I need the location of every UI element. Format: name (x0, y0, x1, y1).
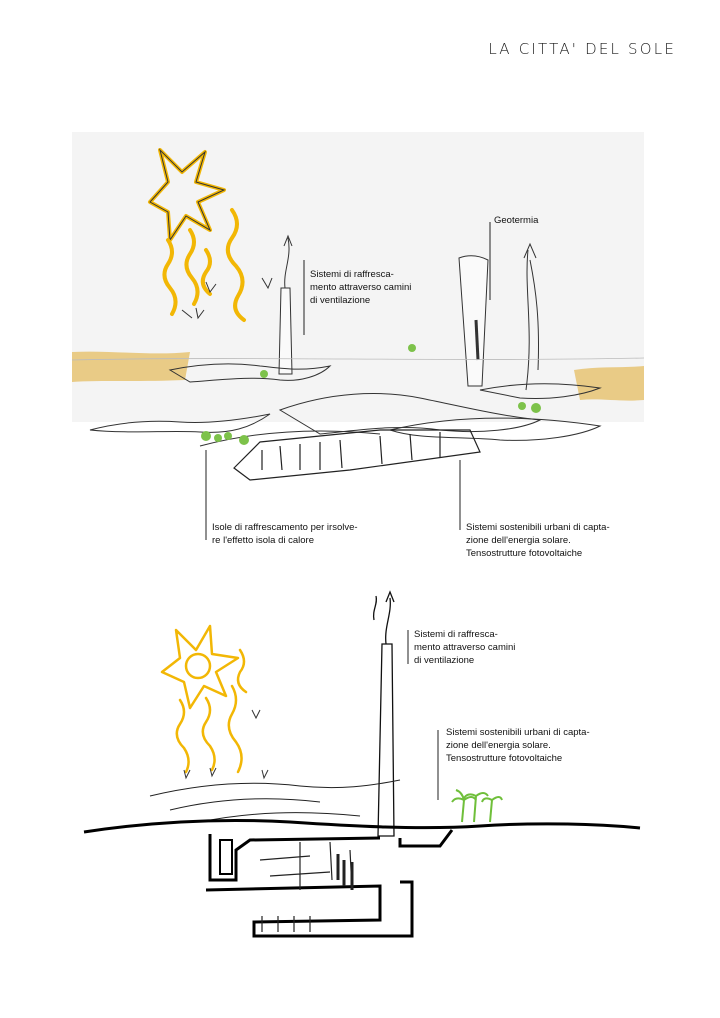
sand-patch-right (574, 366, 644, 401)
sand-patch-left (72, 351, 190, 382)
palm-tree-icons (451, 789, 503, 823)
ventilation-chimney (278, 234, 293, 375)
heat-ray-arrows (162, 208, 246, 322)
sunken-courtyard-buildings (233, 429, 481, 481)
heat-ray-arrows (175, 648, 248, 774)
geothermal-tower (458, 242, 540, 391)
ventilation-chimney (372, 590, 395, 837)
label-cooling-islands: Isole di raffrescamento per irsolve- re … (212, 522, 358, 546)
tree-icons (201, 344, 541, 445)
label-geothermal: Geotermia (494, 215, 539, 226)
urban-perspective-sketch (71, 132, 645, 540)
interior-structure (259, 841, 354, 932)
ground-section (83, 818, 641, 938)
page-title: LA CITTA' DEL SOLE (488, 40, 676, 58)
label-ventilation-top: Sistemi di raffresca- mento attraverso c… (310, 269, 412, 306)
label-solar-tensile-top: Sistemi sostenibili urbani di capta- zio… (466, 522, 610, 559)
heat-ray-arrowheads (183, 709, 269, 780)
sun-icon (160, 624, 240, 710)
urban-section-sketch (83, 590, 641, 938)
heat-ray-arrowheads (181, 277, 273, 320)
label-solar-tensile-bottom: Sistemi sostenibili urbani di capta- zio… (446, 727, 590, 764)
horizon-line (71, 357, 645, 361)
label-ventilation-bottom: Sistemi di raffresca- mento attraverso c… (414, 629, 516, 666)
photovoltaic-tensile-canopies (149, 779, 401, 823)
